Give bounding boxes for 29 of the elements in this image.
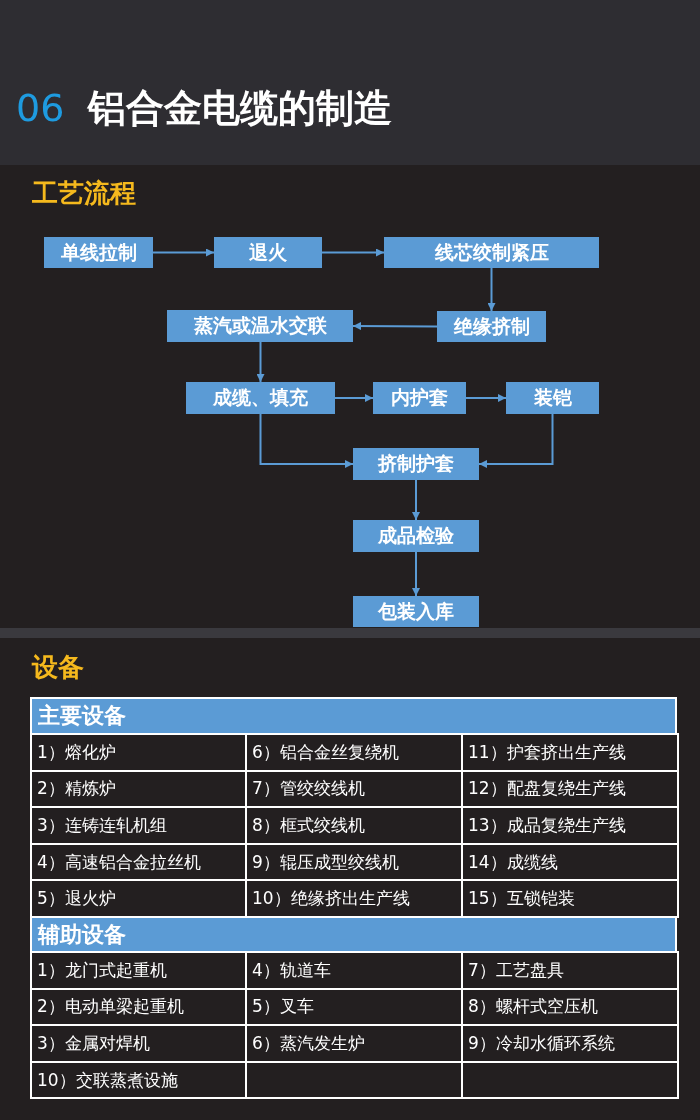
process-box: 单线拉制: [44, 237, 153, 268]
table-header: 辅助设备: [30, 916, 677, 953]
arrow: [321, 248, 385, 257]
arrow: [412, 479, 420, 521]
process-box: 内护套: [373, 382, 466, 414]
table-header: 主要设备: [30, 697, 677, 735]
section-heading: 设备: [32, 651, 84, 684]
arrow: [334, 394, 374, 402]
process-box: 包装入库: [353, 596, 479, 627]
process-box: 绝缘挤制: [437, 311, 546, 342]
process-box: 蒸汽或温水交联: [167, 310, 353, 342]
process-box: 成品检验: [353, 520, 479, 552]
process-box: 挤制护套: [353, 448, 479, 480]
arrow: [478, 413, 554, 468]
arrow: [256, 341, 265, 383]
arrow: [352, 322, 438, 331]
arrow: [152, 248, 215, 257]
arrow: [465, 394, 507, 402]
process-box: 成缆、填充: [186, 382, 335, 414]
section-number: 06: [16, 85, 65, 132]
title: 铝合金电缆的制造: [88, 85, 392, 132]
arrow: [259, 413, 354, 468]
process-box: 线芯绞制紧压: [384, 237, 599, 268]
process-box: 退火: [214, 237, 322, 268]
table-cell: 10）交联蒸煮设施: [30, 1060, 247, 1100]
process-box: 装铠: [506, 382, 599, 414]
arrow: [487, 267, 496, 312]
section-heading: 工艺流程: [32, 177, 136, 210]
arrow: [412, 551, 420, 597]
